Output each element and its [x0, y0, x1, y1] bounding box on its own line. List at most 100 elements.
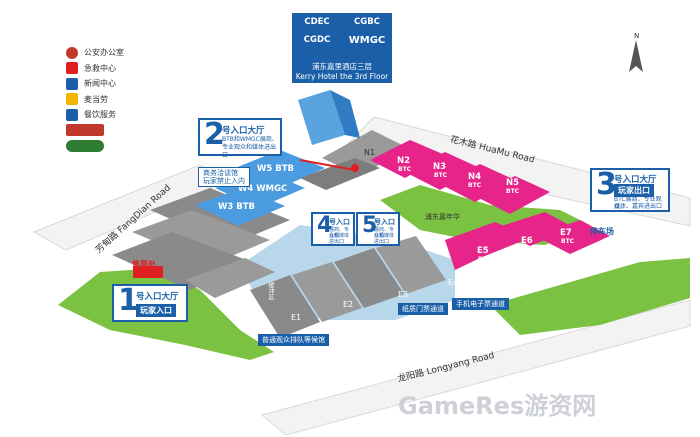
- hall-5-desc-1: 展商、专业观: [374, 227, 395, 239]
- wmgc-logo: WMGC: [348, 35, 386, 46]
- hall-3-desc-1: BTC展商、专业观众、: [614, 196, 662, 211]
- e7-label: E7: [560, 228, 572, 238]
- police-badge-icon: [66, 46, 78, 59]
- legend-item: 新闻中心: [66, 76, 186, 92]
- n2-hall: [370, 140, 445, 178]
- legend-item: [66, 123, 186, 139]
- hall-4-number: 4: [317, 213, 333, 238]
- cgdc-logo: CGDC: [303, 35, 331, 45]
- west-note-line-2: 玩家禁止入内: [203, 177, 245, 185]
- svg-text:N: N: [634, 32, 639, 40]
- south-hall-e2: [292, 262, 362, 322]
- hall-3-title: 号入口大厅: [614, 175, 657, 185]
- hall-1-pill: 玩家入口: [136, 304, 176, 317]
- south-hall-e4: [376, 236, 446, 294]
- legend-item: 急救中心: [66, 61, 186, 77]
- longyang-road-band: [260, 299, 691, 436]
- hall-2-box: 2 号入口大厅 BTB和WMGC展商、 专业观众和媒体进出口: [198, 117, 282, 159]
- e6-hall: [495, 212, 575, 246]
- dining-icon: [66, 108, 78, 121]
- logo-row-top: CDEC CGBC: [292, 17, 392, 27]
- gate-label: 纸质门票通道: [398, 303, 448, 315]
- queue-label: 普通观众排队等候馆: [258, 334, 329, 346]
- north-spine: [300, 158, 380, 190]
- garden-label: 浦东嘉年华: [425, 213, 460, 221]
- hall-4-desc-2: 众和媒体进出口: [329, 233, 350, 245]
- n1-label: N1: [364, 148, 376, 157]
- n5-hall: [475, 176, 550, 214]
- hall-4-title: 号入口: [329, 218, 350, 226]
- route-line: [299, 159, 356, 171]
- hall-1-title: 号入口大厅: [136, 292, 179, 302]
- n3-btc-label: BTC: [434, 172, 448, 179]
- legend-item: [66, 138, 186, 154]
- n4-btc-label: BTC: [468, 182, 482, 189]
- hall-3-number: 3: [596, 167, 617, 202]
- hall-1-box: 1 号入口大厅 玩家入口: [112, 284, 188, 322]
- venue-name-cn: 浦东嘉里酒店三层: [312, 62, 372, 71]
- e7-btc-label: BTC: [561, 238, 575, 245]
- route-marker: [351, 164, 359, 172]
- e2-label: E2: [343, 300, 354, 309]
- press-icon: [66, 77, 78, 90]
- west-hall-row-2: [132, 210, 270, 265]
- west-note-line-1: 商务洽谈馆: [203, 169, 238, 177]
- e4-label: E4: [448, 278, 459, 287]
- hall-2-title: 号入口大厅: [222, 126, 265, 136]
- w5-label: W5 BTB: [257, 164, 295, 174]
- legend-item: 麦当劳: [66, 92, 186, 108]
- w3-label: W3 BTB: [218, 202, 256, 212]
- w4-label: W4 WMGC: [238, 184, 288, 194]
- first-aid-cross-icon: [66, 62, 78, 75]
- parking-label: 停车场: [590, 227, 614, 236]
- hall-3-pill: 玩家出口: [614, 184, 654, 197]
- hall-4-desc-1: 展商、专业观: [329, 227, 350, 239]
- e6-btc-label: BTC: [522, 246, 536, 253]
- legend-label: 公安办公室: [84, 48, 124, 58]
- legend: 公安办公室 急救中心 新闻中心 麦当劳 餐饮服务: [66, 45, 186, 154]
- etix-label: 手机电子票通道: [452, 298, 509, 310]
- hall-2-number: 2: [204, 117, 225, 152]
- e6-label: E6: [521, 236, 533, 246]
- cdec-logo: CDEC: [304, 17, 330, 27]
- hall-5-title: 号入口: [374, 218, 395, 226]
- n4-hall: [440, 164, 515, 202]
- legend-item: 公安办公室: [66, 45, 186, 61]
- watermark: GameRes游资网: [398, 392, 597, 420]
- west-hall-row-4: [185, 258, 275, 298]
- cgbc-logo: CGBC: [354, 17, 380, 27]
- ticket-label: 售票处: [132, 260, 156, 269]
- event-logo-icon: [66, 124, 104, 137]
- n5-label: N5: [506, 178, 520, 188]
- n5-btc-label: BTC: [506, 188, 520, 195]
- hall-5-number: 5: [362, 213, 378, 238]
- hall-3-box: 3 号入口大厅 玩家出口 BTC展商、专业观众、 媒体、嘉宾进出口: [590, 168, 670, 212]
- venue-name-en: Kerry Hotel the 3rd Floor: [295, 72, 389, 81]
- e3-label: E3: [398, 290, 409, 299]
- legend-label: 新闻中心: [84, 79, 116, 89]
- legend-label: 麦当劳: [84, 94, 108, 104]
- ticket-booth: [133, 266, 163, 278]
- south-hall-e3: [334, 248, 404, 308]
- hall-2-desc-2: 专业观众和媒体进出口: [222, 144, 277, 159]
- mcdonalds-icon: [66, 93, 78, 106]
- hall-5-box: 5 号入口 展商、专业观 众和媒体进出口: [356, 212, 400, 246]
- legend-label: 急救中心: [84, 63, 116, 73]
- n3-label: N3: [433, 162, 447, 172]
- e5-btc-label: BTC: [478, 256, 492, 263]
- e5-label: E5: [477, 246, 489, 256]
- west-note: 商务洽谈馆 玩家禁止入内: [198, 167, 250, 187]
- buffer-zone-label: 缓冲区: [267, 282, 274, 300]
- n2-btc-label: BTC: [398, 166, 412, 173]
- hall-2-desc-1: BTB和WMGC展商、: [222, 136, 278, 143]
- w3-hall: [195, 188, 285, 226]
- hall-4-box: 4 号入口 展商、专业观 众和媒体进出口: [311, 212, 355, 246]
- legend-label: 餐饮服务: [84, 110, 116, 120]
- n3-hall: [405, 152, 480, 190]
- e1-label: E1: [291, 313, 302, 322]
- event-logo-2-icon: [66, 139, 104, 152]
- compass-icon: N: [629, 32, 643, 72]
- n4-label: N4: [468, 172, 482, 182]
- venue-box: 浦东嘉里酒店三层 Kerry Hotel the 3rd Floor: [292, 62, 392, 83]
- green-area-east: [490, 258, 690, 335]
